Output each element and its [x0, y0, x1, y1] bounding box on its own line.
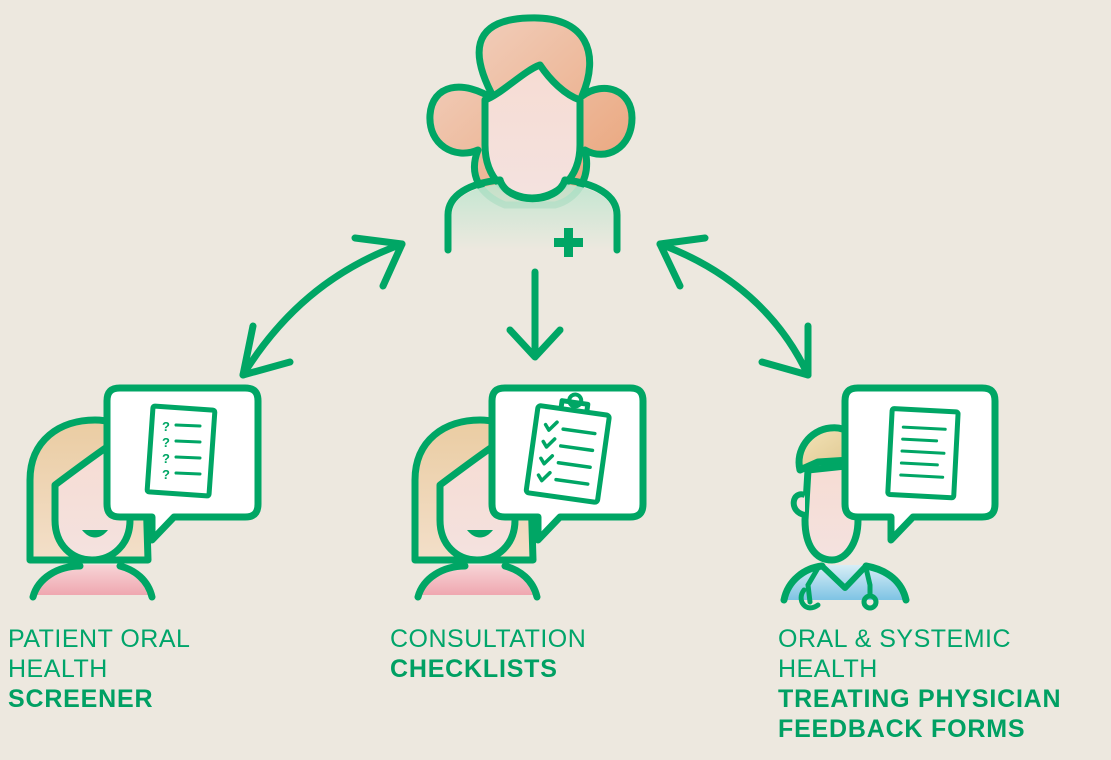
- doctor-body: [444, 176, 621, 254]
- svg-text:?: ?: [162, 451, 170, 466]
- caption-emphasis: SCREENER: [8, 685, 154, 713]
- caption-line: PATIENT ORAL: [8, 625, 191, 653]
- clipboard-checklist-icon: [523, 392, 612, 505]
- arrow-down: [506, 268, 564, 361]
- caption-line: ORAL & SYSTEMIC: [778, 625, 1012, 653]
- patient-icon: ? ? ? ?: [26, 384, 262, 601]
- patient-shirt: [420, 565, 540, 595]
- physician-ear: [790, 491, 807, 518]
- caption-patient-screener: PATIENT ORAL HEALTH SCREENER: [8, 624, 308, 714]
- medical-cross-icon: [554, 228, 583, 257]
- svg-text:?: ?: [162, 467, 170, 482]
- document-icon: [885, 406, 961, 501]
- doctor-collar: [496, 176, 569, 203]
- speech-bubble: [103, 384, 262, 544]
- patient-smile: [467, 530, 493, 538]
- patient-shoulders: [414, 562, 541, 601]
- svg-text:?: ?: [162, 435, 170, 450]
- caption-line: CONSULTATION: [390, 625, 587, 653]
- arrow-left-bidirectional: [239, 234, 406, 379]
- svg-text:?: ?: [162, 419, 170, 434]
- caption-emphasis: TREATING PHYSICIAN: [778, 685, 1062, 713]
- physician-collar: [819, 563, 869, 591]
- caption-emphasis: FEEDBACK FORMS: [778, 715, 1026, 743]
- caption-consultation-checklists: CONSULTATION CHECKLISTS: [390, 624, 690, 684]
- caption-emphasis: CHECKLISTS: [390, 655, 558, 683]
- patient-smile: [82, 530, 108, 538]
- patient-icon: [411, 384, 647, 601]
- arrow-right-bidirectional: [656, 234, 812, 379]
- physician-icon: [780, 384, 999, 611]
- patient-shoulders: [29, 562, 156, 601]
- doctor-icon: [426, 14, 636, 257]
- patient-shirt: [35, 565, 155, 595]
- caption-line: HEALTH: [778, 655, 878, 683]
- stethoscope-icon: [798, 565, 879, 611]
- caption-line: HEALTH: [8, 655, 108, 683]
- caption-physician-feedback-forms: ORAL & SYSTEMIC HEALTH TREATING PHYSICIA…: [778, 624, 1108, 744]
- question-form-icon: ? ? ? ?: [144, 403, 218, 499]
